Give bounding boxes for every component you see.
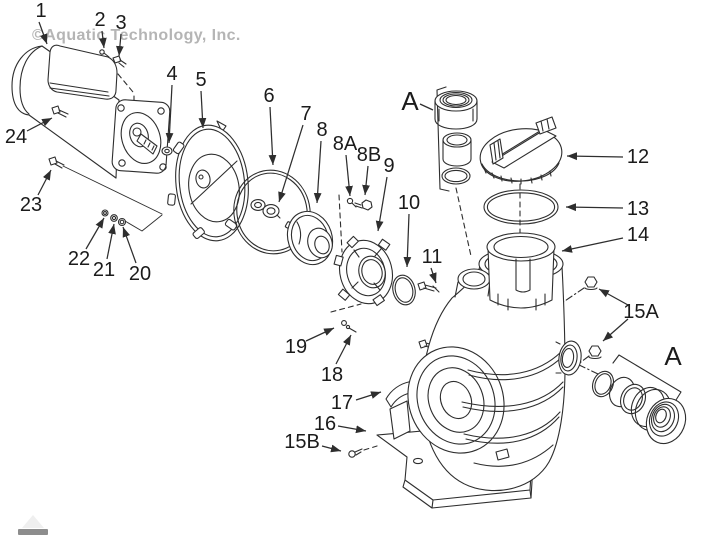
impeller-screw-8a <box>347 198 356 207</box>
diffuser-oring <box>390 273 419 307</box>
leader-line-13 <box>566 203 623 212</box>
union-assembly-top <box>435 87 477 191</box>
leader-line-15A <box>599 289 628 305</box>
leader-line-21 <box>107 224 116 259</box>
flange-nut-15a-lower <box>589 346 601 359</box>
leader-line-20 <box>123 227 136 263</box>
motor <box>12 45 170 178</box>
motor-bolt-24 <box>52 106 68 117</box>
leader-line-7 <box>278 125 303 202</box>
shaft-seal <box>251 200 280 218</box>
seal-plate <box>167 121 253 244</box>
diffuser <box>333 234 400 309</box>
washer-19 <box>342 321 347 326</box>
union-assembly-bottom <box>589 355 692 449</box>
pin-18 <box>346 325 356 332</box>
leader-line-9 <box>375 177 387 231</box>
leader-line-8A <box>345 155 353 196</box>
leader-line-2 <box>98 31 107 48</box>
lid-oring <box>484 190 558 224</box>
shaft-washers-20-21-22 <box>102 210 126 226</box>
leader-line-18 <box>336 335 351 364</box>
watermark-text: ©Aquatic Technology, Inc. <box>32 27 241 44</box>
leader-line-A-top <box>420 104 433 110</box>
leader-line-1 <box>39 22 47 44</box>
leader-line-5 <box>198 91 207 128</box>
motor-screw-3 <box>113 56 126 67</box>
impeller <box>281 206 340 271</box>
leader-line-14 <box>562 238 623 253</box>
leader-line-15B <box>322 444 341 453</box>
cropped-ui-artifact <box>18 515 48 535</box>
callout-leader-lines <box>27 22 628 453</box>
leader-line-24 <box>27 118 52 131</box>
leader-line-8B <box>362 166 370 195</box>
leader-line-12 <box>567 152 623 161</box>
strainer-basket <box>487 233 555 310</box>
leader-line-11 <box>429 268 436 283</box>
housing-bolt-11a <box>418 282 439 292</box>
leader-line-10 <box>403 214 412 267</box>
leader-line-22 <box>86 218 104 249</box>
leader-line-16 <box>338 426 366 434</box>
shaft-slinger-4 <box>162 147 172 155</box>
leader-line-4 <box>165 85 174 143</box>
strainer-lid <box>477 117 565 186</box>
leader-line-6 <box>268 107 277 165</box>
leader-line-15A <box>603 319 628 341</box>
leader-line-17 <box>356 391 381 400</box>
screw-15b <box>349 449 362 457</box>
leader-line-8 <box>313 141 321 203</box>
leader-line-3 <box>116 34 124 56</box>
leader-line-19 <box>306 328 334 341</box>
flange-nut-15a-upper <box>585 277 597 290</box>
leader-line-23 <box>38 170 51 195</box>
motor-bolt-23 <box>49 157 64 168</box>
impeller-bolt-8b <box>355 200 372 210</box>
motor-screw-2 <box>100 50 109 57</box>
